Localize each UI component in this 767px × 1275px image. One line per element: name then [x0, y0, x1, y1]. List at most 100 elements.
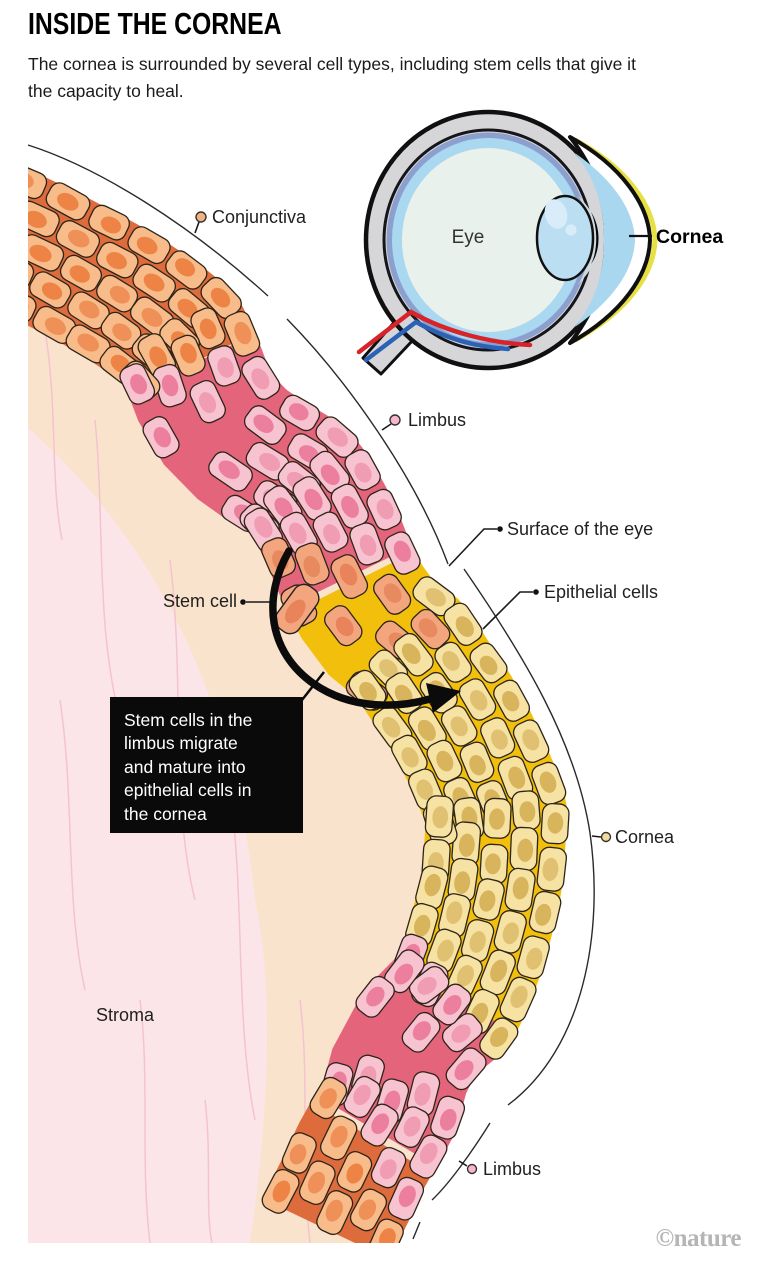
cornea-dot: [600, 831, 612, 843]
cell: [100, 311, 142, 350]
nerve-vein: [363, 319, 511, 363]
stroma-region: [28, 428, 268, 1243]
epithelial-label: Epithelial cells: [544, 582, 658, 602]
leader-lines: [194, 221, 602, 1167]
cell: [208, 451, 253, 492]
callout-line: epithelial cells in: [124, 780, 252, 801]
cell: [368, 649, 409, 690]
cell: [540, 802, 570, 845]
cell: [512, 719, 550, 763]
cell: [368, 1218, 404, 1243]
cell: [165, 250, 208, 290]
eye-inset: Eye Cornea: [356, 109, 723, 376]
cell: [443, 602, 483, 647]
callout-pointer: [301, 671, 325, 701]
cell: [324, 605, 363, 647]
cell: [29, 271, 72, 309]
limbus-top-label: Limbus: [408, 410, 466, 430]
header: INSIDE THE CORNEA The cornea is surround…: [28, 6, 688, 105]
cell: [430, 1095, 466, 1140]
cell: [119, 363, 156, 405]
cell: [516, 935, 550, 980]
callout-line: Stem cells in the: [124, 710, 253, 730]
cell: [343, 1075, 381, 1119]
cell: [479, 1017, 519, 1060]
cell: [407, 706, 447, 751]
cell: [424, 795, 455, 838]
cell: [279, 394, 321, 432]
callout-line: and mature into: [124, 756, 246, 777]
cell: [499, 976, 537, 1023]
surface-dot: [497, 526, 503, 532]
cell: [243, 405, 287, 445]
cell: [366, 488, 402, 531]
cell: [406, 1071, 441, 1117]
cell: [336, 1151, 373, 1193]
cell: [96, 241, 139, 279]
cell: [281, 1132, 317, 1174]
cell: [393, 1106, 430, 1148]
cell: [261, 1168, 300, 1214]
cell: [493, 679, 531, 722]
conjunctiva-dot: [195, 211, 207, 223]
cell: [127, 226, 171, 265]
cell: [88, 204, 130, 241]
cell: [426, 739, 463, 783]
cell: [432, 983, 472, 1026]
cell: [28, 163, 48, 200]
cell: [482, 797, 512, 839]
cell: [349, 1188, 388, 1232]
stem-cell-label: Stem cell: [163, 591, 237, 611]
callout-box: Stem cells in the limbus migrate and mat…: [110, 697, 303, 833]
cell: [200, 276, 242, 320]
cell: [294, 542, 330, 586]
surface-line: [27, 144, 595, 1240]
nature-credit: ©nature: [655, 1225, 741, 1252]
cell: [142, 416, 180, 459]
cell: [493, 910, 527, 954]
cell: [408, 965, 450, 1005]
pupil: [591, 212, 599, 264]
cell: [497, 755, 534, 801]
cell: [315, 416, 359, 458]
cell: [458, 678, 497, 721]
cornea-label: Cornea: [615, 827, 675, 847]
cell: [426, 928, 462, 974]
cell: [132, 263, 177, 303]
cell: [312, 511, 349, 553]
cell: [355, 975, 395, 1018]
cell: [384, 531, 421, 575]
cell: [469, 642, 508, 684]
eye-label: Eye: [452, 227, 485, 248]
cell: [434, 641, 473, 683]
cell: [459, 741, 495, 784]
inset-cornea-label: Cornea: [656, 226, 723, 248]
cell: [447, 857, 479, 903]
cell: [309, 1076, 348, 1120]
migration-arrow: [269, 547, 461, 713]
callout-line: limbus migrate: [124, 733, 238, 754]
cell: [223, 310, 261, 357]
cell: [528, 890, 562, 935]
cell: [409, 1134, 448, 1179]
cell: [55, 220, 101, 258]
cell: [59, 254, 103, 292]
cell: [28, 234, 65, 272]
cell: [45, 182, 91, 221]
cell: [480, 717, 516, 759]
cell: [445, 1047, 487, 1091]
cell: [472, 878, 505, 921]
cell: [415, 865, 449, 910]
cell: [28, 252, 35, 290]
cell: [28, 200, 60, 238]
cell: [410, 608, 451, 650]
cell-band: [28, 163, 570, 1243]
cell: [319, 1115, 358, 1161]
cell: [349, 522, 385, 566]
cell: [32, 305, 77, 345]
cell: [170, 334, 206, 377]
epithelial-dot: [533, 589, 539, 595]
cell: [509, 826, 539, 872]
arrowhead: [426, 683, 461, 713]
